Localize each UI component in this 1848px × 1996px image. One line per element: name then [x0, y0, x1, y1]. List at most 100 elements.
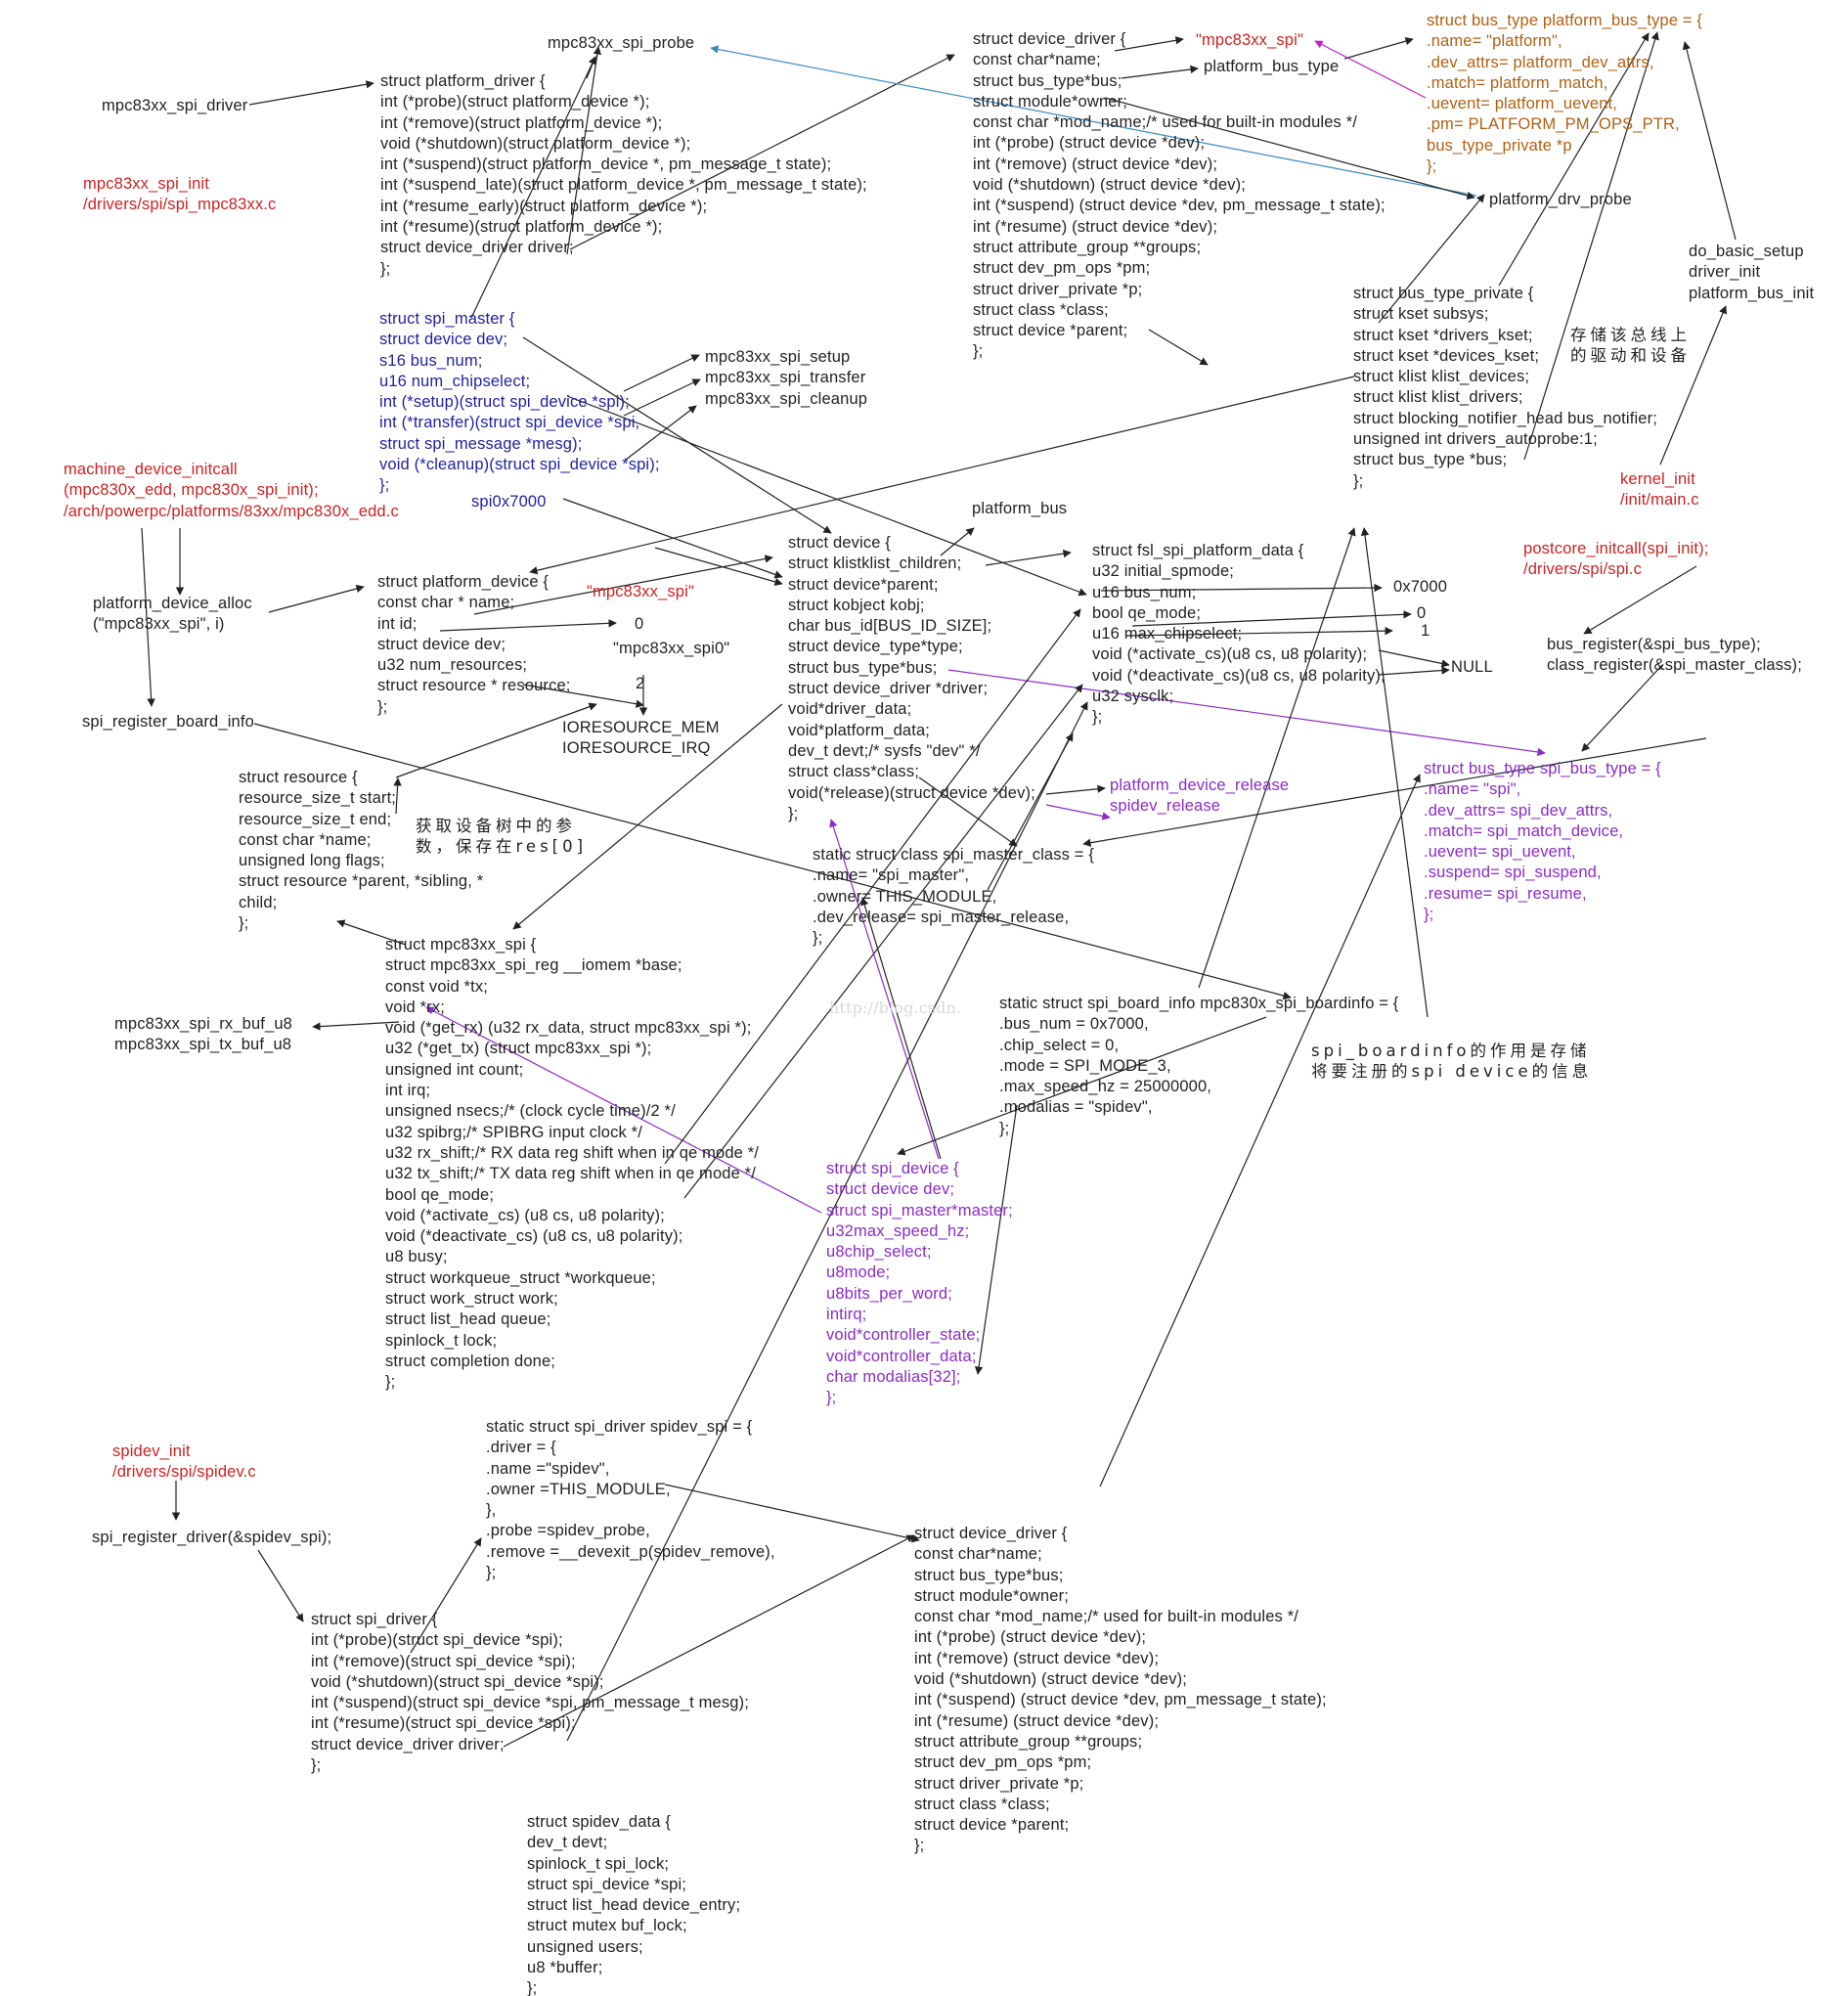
code-line: }; [311, 1756, 322, 1775]
code-line: u16 bus_num; [1092, 583, 1197, 601]
connector-arrow [312, 1021, 400, 1031]
code-line: platform_bus [972, 500, 1068, 517]
spi-board-info-struct: static struct spi_board_info mpc830x_spi… [999, 994, 1398, 1139]
connector-arrow [683, 684, 1083, 1199]
code-line: platform_drv_probe [1489, 191, 1632, 208]
platform-bus-type-struct: struct bus_type platform_bus_type = {.na… [1427, 11, 1702, 177]
code-line: IORESOURCE_IRQ [562, 739, 711, 758]
code-line: .suspend= spi_suspend, [1424, 864, 1602, 882]
connector-arrow [1082, 737, 1707, 847]
code-line: struct module*owner; [973, 92, 1127, 111]
connector-arrow [141, 527, 155, 707]
code-line: mpc83xx_spi_driver [102, 97, 248, 114]
code-line: }; [999, 1119, 1010, 1137]
code-line: int (*probe)(struct platform_device *); [380, 93, 650, 111]
code-line: u32 initial_spmode; [1092, 562, 1235, 581]
connector-arrow [1523, 31, 1659, 461]
connector-arrow [393, 777, 402, 815]
code-line: spidev_init [112, 1442, 191, 1460]
device-driver-struct-bottom: struct device_driver {const char*name;st… [914, 1524, 1327, 1857]
code-line: platform_device_release [1110, 776, 1290, 794]
connector-arrow [529, 376, 1355, 575]
code-line: spinlock_t lock; [385, 1331, 498, 1350]
fsl-spi-platform-data-struct: struct fsl_spi_platform_data {u32 initia… [1092, 541, 1386, 729]
code-line: void *rx; [385, 998, 445, 1016]
code-line: unsigned users; [527, 1937, 643, 1956]
connector-arrow [664, 608, 1081, 1165]
code-line: struct kset subsys; [1353, 305, 1489, 324]
code-line: char modalias[32]; [826, 1367, 961, 1386]
code-line: struct resource * resource; [377, 677, 571, 695]
code-line: }; [826, 1389, 837, 1407]
code-line: class_register(&spi_master_class); [1547, 656, 1802, 675]
qe-mode-value: 0 [1417, 603, 1426, 624]
code-line: 将要注册的spi device的信息 [1311, 1062, 1593, 1082]
code-line: .chip_select = 0, [999, 1036, 1120, 1054]
mpc83xx-spi-driver-label: mpc83xx_spi_driver [102, 96, 247, 116]
connector-arrow [710, 45, 1477, 197]
spi-driver-struct: struct spi_driver {int (*probe)(struct s… [311, 1610, 749, 1776]
code-line: static struct class spi_master_class = { [813, 846, 1094, 864]
code-line: }; [239, 914, 249, 933]
code-line: void (*shutdown)(struct spi_device *spi)… [311, 1672, 604, 1691]
connector-arrow [395, 702, 597, 778]
code-line: u16 max_chipselect; [1092, 625, 1243, 643]
code-line: void*controller_data; [826, 1347, 977, 1365]
connector-arrow [569, 54, 955, 250]
connector-arrow [974, 1104, 1018, 1375]
connector-arrow [253, 723, 1292, 1000]
spi-register-board-info-label: spi_register_board_info [82, 712, 254, 732]
code-line: .remove =__devexit_p(spidev_remove), [486, 1542, 775, 1561]
code-line: bus_type_private *p [1427, 136, 1572, 155]
code-line: u8mode; [826, 1264, 891, 1282]
code-line: spidev_release [1110, 797, 1221, 816]
code-line: .name= "spi", [1424, 780, 1521, 799]
code-line: NULL [1451, 658, 1493, 676]
code-line: char bus_id[BUS_ID_SIZE]; [788, 617, 992, 636]
code-line: http://blog.csdn. [829, 998, 962, 1017]
code-line: }; [788, 804, 799, 822]
code-line: .owner= THIS_MODULE, [813, 887, 997, 906]
code-line: struct device { [788, 534, 891, 552]
code-line: int (*suspend) (struct device *dev, pm_m… [914, 1691, 1327, 1709]
connector-arrow [512, 703, 783, 930]
connector-arrow [860, 897, 942, 1160]
code-line: void (*shutdown) (struct device *dev); [973, 176, 1246, 195]
platform-device-alloc-label: platform_device_alloc("mpc83xx_spi", i) [93, 594, 252, 636]
code-line: .dev_release= spi_master_release, [813, 908, 1070, 926]
code-line: int (*setup)(struct spi_device *spi); [379, 393, 630, 412]
code-line: struct attribute_group **groups; [973, 238, 1202, 256]
code-line: int (*transfer)(struct spi_device *spi, [379, 414, 640, 432]
platform-bus-type-label: platform_bus_type [1204, 57, 1339, 77]
connector-arrow [1498, 32, 1650, 287]
platform-drv-probe-label: platform_drv_probe [1489, 190, 1632, 210]
watermark: http://blog.csdn. [829, 998, 961, 1018]
code-line: struct spi_device { [826, 1160, 959, 1177]
code-line: void (*shutdown)(struct platform_device … [380, 134, 691, 153]
code-line: const char *mod_name;/* used for built-i… [973, 113, 1357, 132]
connector-arrow [1114, 36, 1184, 52]
code-line: }; [813, 929, 823, 948]
code-line: spi0x7000 [471, 493, 547, 510]
connector-arrow [987, 732, 1074, 891]
code-line: .driver = { [486, 1439, 556, 1457]
code-line: struct klist klist_devices; [1353, 368, 1530, 386]
code-line: struct attribute_group **groups; [914, 1732, 1143, 1751]
code-line: 数，保存在res[0] [416, 837, 588, 857]
code-line: struct dev_pm_ops *pm; [914, 1753, 1092, 1772]
code-line: u32 num_resources; [377, 656, 528, 675]
code-line: }; [377, 697, 388, 716]
code-line: int (*remove)(struct platform_device *); [380, 113, 663, 132]
release-functions: platform_device_release spidev_release [1110, 776, 1289, 818]
code-line: struct device*parent; [788, 575, 939, 594]
code-line: struct completion done; [385, 1352, 556, 1370]
kernel-init-label: kernel_init/init/main.c [1620, 469, 1699, 511]
code-line: struct blocking_notifier_head bus_notifi… [1353, 409, 1657, 427]
code-line: struct class *class; [914, 1795, 1050, 1813]
code-line: u16 num_chipselect; [379, 372, 531, 390]
device-driver-struct-top: struct device_driver {const char*name;st… [973, 29, 1386, 363]
connector-arrow [623, 354, 700, 392]
